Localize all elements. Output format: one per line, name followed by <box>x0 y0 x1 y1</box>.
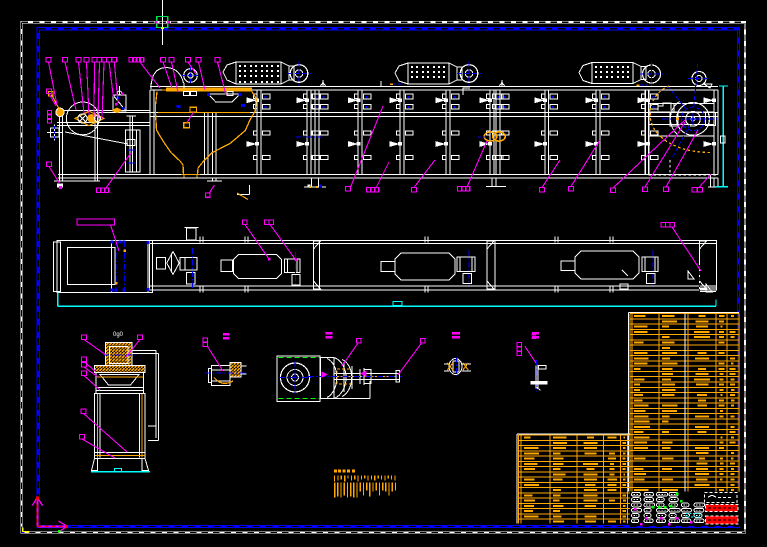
svg-text:0g0: 0g0 <box>113 332 124 338</box>
